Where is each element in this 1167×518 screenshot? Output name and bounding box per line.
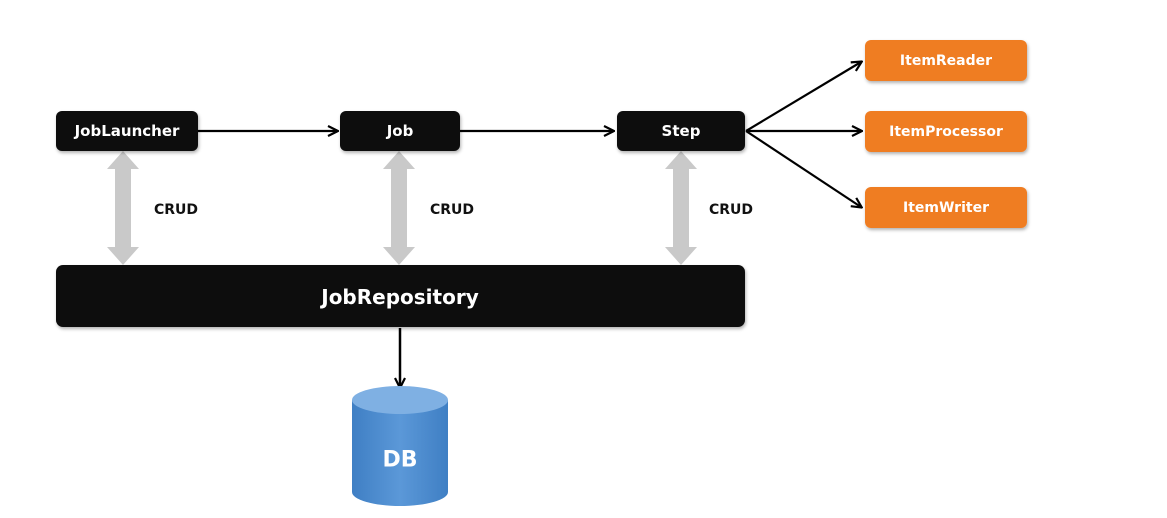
node-job-repository[interactable]: JobRepository xyxy=(56,265,745,327)
database-label: DB xyxy=(382,448,417,473)
crud-label-job: CRUD xyxy=(430,202,474,218)
node-item-processor-label: ItemProcessor xyxy=(889,124,1003,140)
node-item-writer[interactable]: ItemWriter xyxy=(865,187,1027,228)
node-step[interactable]: Step xyxy=(617,111,745,151)
node-job-launcher[interactable]: JobLauncher xyxy=(56,111,198,151)
crud-label-launcher: CRUD xyxy=(154,202,198,218)
node-item-writer-label: ItemWriter xyxy=(903,200,989,216)
arrow-step-to-reader xyxy=(745,62,861,132)
node-item-reader[interactable]: ItemReader xyxy=(865,40,1027,81)
crud-arrow-job xyxy=(383,151,415,265)
node-job-label: Job xyxy=(386,122,414,140)
node-job[interactable]: Job xyxy=(340,111,460,151)
database-cylinder-icon[interactable]: DB xyxy=(352,386,448,506)
arrow-step-to-writer xyxy=(745,130,861,207)
node-job-repository-label: JobRepository xyxy=(319,285,478,309)
crud-arrow-launcher xyxy=(107,151,139,265)
node-step-label: Step xyxy=(662,122,701,140)
node-item-reader-label: ItemReader xyxy=(900,53,992,69)
node-job-launcher-label: JobLauncher xyxy=(74,122,180,140)
crud-label-step: CRUD xyxy=(709,202,753,218)
crud-arrow-step xyxy=(665,151,697,265)
node-item-processor[interactable]: ItemProcessor xyxy=(865,111,1027,152)
